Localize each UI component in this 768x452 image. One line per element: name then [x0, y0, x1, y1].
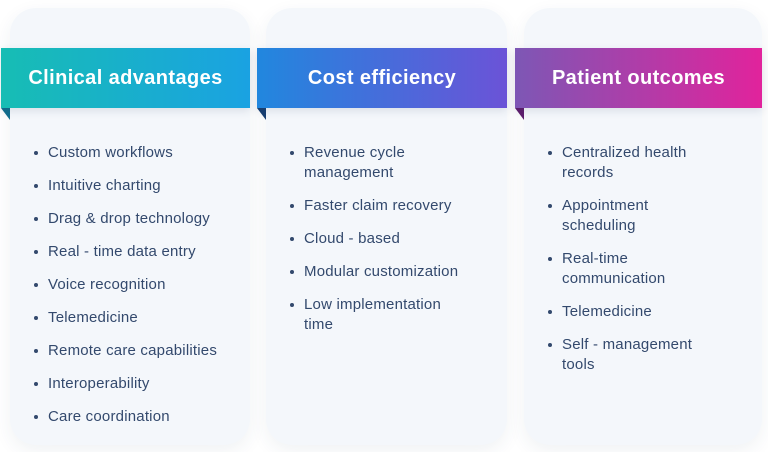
list-item-label: Faster claim recovery	[304, 197, 452, 214]
list-item: Custom workflows	[34, 143, 238, 163]
bullet-dot	[290, 204, 294, 208]
bullet-dot	[34, 349, 38, 353]
card-title: Cost efficiency	[307, 66, 457, 89]
list-item-label: Telemedicine	[562, 303, 652, 320]
ribbon-header-patient-outcomes: Patient outcomes	[515, 48, 762, 108]
list-item-label: Appointment scheduling	[562, 197, 649, 234]
list-item: Drag & drop technology	[34, 209, 238, 229]
list-item-label: Intuitive charting	[48, 177, 161, 194]
list-item: Revenue cycle management	[290, 143, 495, 183]
bullet-dot	[548, 204, 552, 208]
list-item-label: Self - management tools	[562, 336, 693, 373]
list-item: Interoperability	[34, 374, 238, 394]
list-item: Centralized health records	[548, 143, 750, 183]
list-item: Real - time data entry	[34, 242, 238, 262]
list-item: Intuitive charting	[34, 176, 238, 196]
list-item: Care coordination	[34, 407, 238, 427]
ribbon-fold	[1, 108, 10, 120]
list-item-label: Real - time data entry	[48, 243, 196, 260]
card-title: Clinical advantages	[28, 66, 223, 89]
bullet-dot	[548, 151, 552, 155]
list-item: Low implementation time	[290, 295, 495, 335]
list-item: Appointment scheduling	[548, 196, 750, 236]
bullet-dot	[34, 184, 38, 188]
list-item-label: Remote care capabilities	[48, 342, 218, 359]
list-item-label: Centralized health records	[562, 144, 687, 181]
bullet-dot	[290, 151, 294, 155]
bullet-dot	[290, 303, 294, 307]
ribbon-header-clinical-advantages: Clinical advantages	[1, 48, 250, 108]
list-item: Cloud - based	[290, 229, 495, 249]
list-item-label: Interoperability	[48, 375, 150, 392]
list-item-label: Modular customization	[304, 263, 459, 280]
bullet-dot	[548, 343, 552, 347]
bullet-dot	[34, 217, 38, 221]
card-cost-efficiency: Cost efficiency Revenue cycle management…	[257, 8, 507, 445]
list-item: Self - management tools	[548, 335, 750, 375]
list-item: Real-time communication	[548, 249, 750, 289]
bullet-dot	[548, 310, 552, 314]
list-item: Remote care capabilities	[34, 341, 238, 361]
bullet-dot	[34, 382, 38, 386]
list-item: Faster claim recovery	[290, 196, 495, 216]
bullet-dot	[290, 270, 294, 274]
list-item-label: Low implementation time	[304, 296, 442, 333]
list-item: Modular customization	[290, 262, 495, 282]
list-item-label: Revenue cycle management	[304, 144, 405, 181]
list-item: Voice recognition	[34, 275, 238, 295]
list-item-label: Cloud - based	[304, 230, 400, 247]
bullet-dot	[34, 250, 38, 254]
ribbon-fold	[257, 108, 266, 120]
list-item-label: Voice recognition	[48, 276, 166, 293]
bullet-dot	[34, 283, 38, 287]
bullet-dot	[34, 151, 38, 155]
list-item-label: Real-time communication	[562, 250, 666, 287]
list-item-label: Drag & drop technology	[48, 210, 210, 227]
bullet-dot	[34, 415, 38, 419]
list-item-label: Care coordination	[48, 408, 170, 425]
list-item-label: Telemedicine	[48, 309, 138, 326]
ribbon-fold	[515, 108, 524, 120]
card-title: Patient outcomes	[551, 66, 726, 89]
bullet-dot	[34, 316, 38, 320]
list-item-label: Custom workflows	[48, 144, 173, 161]
ribbon-header-cost-efficiency: Cost efficiency	[257, 48, 507, 108]
card-patient-outcomes: Patient outcomes Centralized health reco…	[515, 8, 762, 445]
list-item: Telemedicine	[34, 308, 238, 328]
bullet-dot	[548, 257, 552, 261]
list-item: Telemedicine	[548, 302, 750, 322]
bullet-dot	[290, 237, 294, 241]
